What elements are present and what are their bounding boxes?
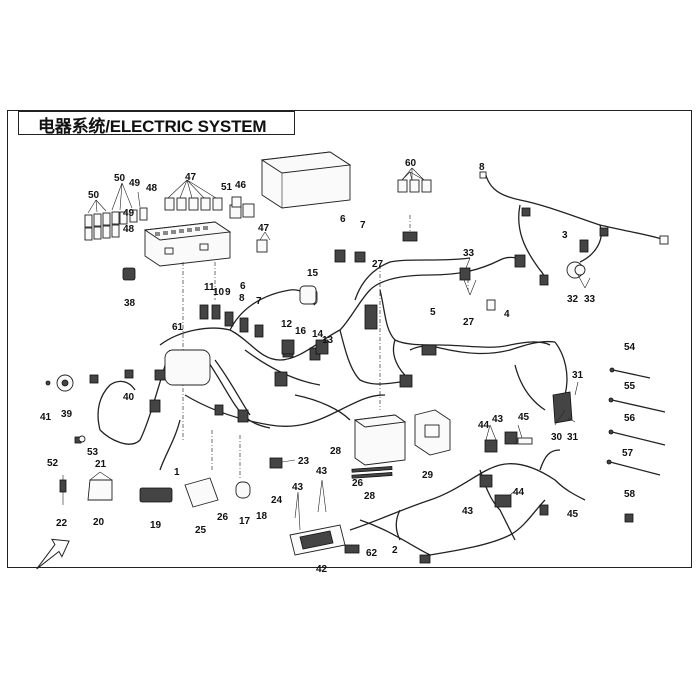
callout-13: 13: [322, 335, 334, 346]
callout-51b: 50: [88, 190, 100, 201]
callout-22: 22: [56, 518, 68, 529]
callout-31: 31: [572, 370, 584, 381]
callout-2: 2: [392, 545, 398, 556]
ecu-25-and-17: [184, 457, 283, 508]
callout-51: 50: [114, 173, 126, 184]
callout-50: 49: [129, 178, 141, 189]
callout-46: 43: [316, 466, 328, 477]
callout-27: 28: [330, 446, 342, 457]
callout-32: 32: [567, 294, 579, 305]
callout-62: 62: [366, 548, 378, 559]
diagram-frame: [7, 110, 692, 568]
callout-38: 38: [124, 298, 136, 309]
callout-52: 51: [221, 182, 233, 193]
callout-33: 33: [584, 294, 596, 305]
bottom-left-parts: [59, 435, 173, 505]
page-title: 电器系统/ELECTRIC SYSTEM: [38, 117, 267, 136]
callout-21: 21: [95, 459, 107, 470]
callout-47: 46: [235, 180, 247, 191]
callout-40: 40: [123, 392, 135, 403]
callout-6b: 6: [240, 281, 246, 292]
callout-43b: 43: [462, 506, 474, 517]
rear-connectors: [419, 431, 634, 564]
callout-7: 7: [360, 220, 366, 231]
callout-18: 18: [256, 511, 268, 522]
front-direction-arrow-icon: [36, 538, 70, 570]
callout-leaders: [87, 171, 591, 531]
title-box: [18, 111, 295, 135]
fuse-box-assembly: [84, 151, 469, 480]
callout-60: 60: [405, 158, 417, 169]
callout-39: 39: [61, 409, 73, 420]
callout-20: 20: [93, 517, 105, 528]
main-wiring-harness: [97, 256, 551, 471]
callout-26d: 26: [217, 512, 229, 523]
callout-28: 28: [364, 491, 376, 502]
callout-43: 43: [492, 414, 504, 425]
callout-23: 23: [298, 456, 310, 467]
callout-6: 6: [340, 214, 346, 225]
sensor-38: [122, 267, 136, 281]
callout-10: 10: [213, 287, 225, 298]
callout-49: 48: [146, 183, 158, 194]
callout-58: 57: [622, 448, 634, 459]
callout-45b: 45: [567, 509, 579, 520]
callout-48b: 47: [258, 223, 270, 234]
callout-1: 1: [174, 467, 180, 478]
battery-strap-28: [351, 466, 393, 479]
callout-41: 41: [40, 412, 52, 423]
callout-44: 44: [478, 420, 490, 431]
callout-3: 3: [562, 230, 568, 241]
callout-50b: 49: [123, 208, 135, 219]
callout-53: 52: [47, 458, 59, 469]
switches-12-15: [281, 285, 329, 355]
tray-42: [289, 524, 360, 556]
callout-11: 11: [204, 282, 215, 293]
callout-5: 5: [430, 307, 436, 318]
callout-labels: 60 47 50 49 48 51 46 50 49 48 47 8 3 6 7…: [40, 158, 636, 575]
callout-25: 25: [195, 525, 207, 536]
callout-55: 54: [624, 342, 636, 353]
battery-bracket-29: [414, 409, 451, 456]
callout-14: 14: [312, 329, 324, 340]
callout-26c: 26: [352, 478, 364, 489]
callout-49b: 48: [123, 224, 135, 235]
callout-7b: 7: [256, 296, 262, 307]
callout-46b: 43: [292, 482, 304, 493]
callout-19: 19: [150, 520, 162, 531]
callout-12: 12: [281, 319, 293, 330]
rods-55-58: [606, 367, 666, 476]
callout-16: 16: [295, 326, 307, 337]
callout-59: 58: [624, 489, 636, 500]
battery-27: [353, 414, 407, 466]
callout-45: 45: [518, 412, 530, 423]
callout-54: 53: [87, 447, 99, 458]
rear-wiring-harness: [349, 449, 586, 556]
callout-30: 30: [551, 432, 563, 443]
callout-15: 15: [307, 268, 319, 279]
callout-44b: 44: [513, 487, 525, 498]
callout-26: 27: [372, 259, 384, 270]
harness-connectors: [74, 171, 669, 444]
callout-31b: 31: [567, 432, 579, 443]
callout-8: 8: [479, 162, 485, 173]
callout-9: 9: [225, 287, 231, 298]
callout-26b: 27: [463, 317, 475, 328]
callout-17: 17: [239, 516, 251, 527]
callout-29: 29: [422, 470, 434, 481]
callout-34: 33: [463, 248, 475, 259]
callout-48: 47: [185, 172, 197, 183]
callout-24: 24: [271, 495, 283, 506]
callout-8b: 8: [239, 293, 245, 304]
callout-42: 42: [316, 564, 328, 575]
callout-56: 55: [624, 381, 636, 392]
callout-57: 56: [624, 413, 636, 424]
callout-61: 61: [172, 322, 184, 333]
horn-39: [45, 374, 74, 392]
callout-4: 4: [504, 309, 510, 320]
